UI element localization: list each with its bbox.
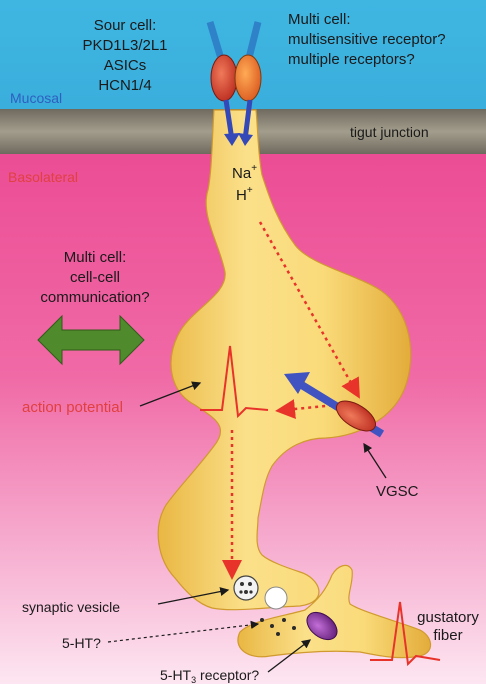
- comm-communication: communication?: [40, 289, 149, 306]
- sour-cell-title: Sour cell:: [94, 17, 157, 34]
- sour-cell-hcn: HCN1/4: [98, 77, 151, 94]
- multi-cell-multisensitive: multisensitive receptor?: [288, 31, 446, 48]
- sour-receptor-channel: [211, 55, 237, 101]
- sour-cell-asics: ASICs: [104, 57, 147, 74]
- multi-receptor-channel: [235, 55, 261, 101]
- gustatory-label-line2: fiber: [433, 627, 462, 644]
- sour-cell-pkd: PKD1L3/2L1: [82, 37, 167, 54]
- mucosal-label: Mucosal: [10, 90, 62, 106]
- vesicle-empty: [265, 587, 287, 609]
- multi-cell-title: Multi cell:: [288, 11, 351, 28]
- comm-title: Multi cell:: [64, 249, 127, 266]
- basolateral-label: Basolateral: [8, 169, 78, 185]
- 5ht3-receptor-label: 5-HT3 receptor?: [160, 667, 259, 684]
- multi-cell-multiple: multiple receptors?: [288, 51, 415, 68]
- synaptic-vesicle-label: synaptic vesicle: [22, 599, 120, 615]
- tight-junction-label: tigut junction: [350, 124, 429, 140]
- serotonin-label: 5-HT?: [62, 635, 101, 651]
- action-potential-label: action potential: [22, 399, 123, 416]
- vesicle-filled: [234, 576, 258, 600]
- comm-cell-cell: cell-cell: [70, 269, 120, 286]
- gustatory-label-line1: gustatory: [417, 609, 479, 626]
- vgsc-label: VGSC: [376, 483, 419, 500]
